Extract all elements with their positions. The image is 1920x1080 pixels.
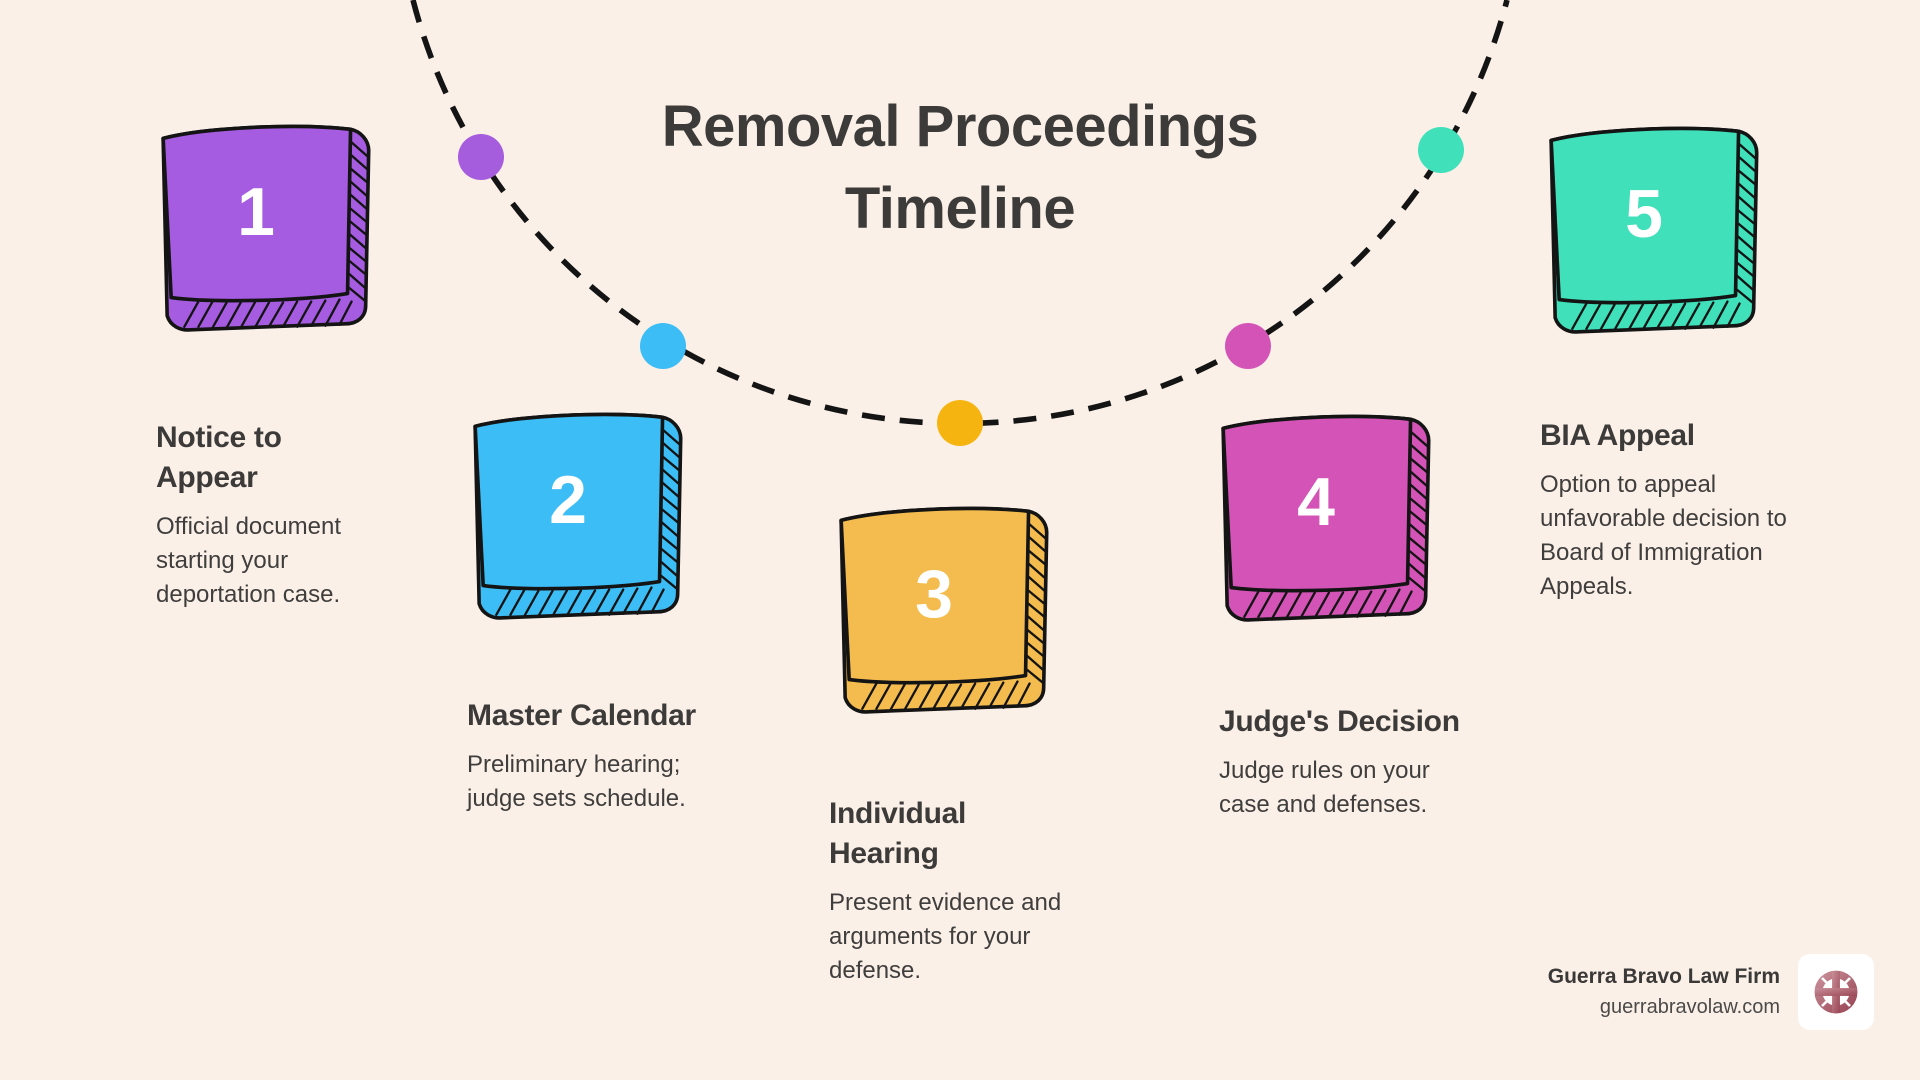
step-2-label: Master Calendar	[467, 699, 696, 732]
page-title: Removal Proceedings Timeline	[0, 86, 1920, 250]
step-2-box: 2	[458, 402, 720, 624]
step-5-label: BIA Appeal	[1540, 419, 1695, 452]
step-1-label: Notice to Appear	[156, 421, 282, 494]
step-2-text: Master Calendar Preliminary hearing; jud…	[467, 696, 709, 816]
step-4-box: 4	[1206, 404, 1468, 626]
timeline-dot-2	[640, 323, 686, 369]
step-4-label: Judge's Decision	[1219, 705, 1460, 738]
step-3-label: Individual Hearing	[829, 797, 967, 870]
step-4-number: 4	[1297, 463, 1335, 540]
step-3-box: 3	[824, 496, 1086, 718]
timeline-dot-5	[1418, 127, 1464, 173]
website-url: guerrabravolaw.com	[1599, 996, 1780, 1018]
step-5-text: BIA Appeal Option to appeal unfavorable …	[1540, 416, 1812, 604]
step-3-description: Present evidence and arguments for your …	[829, 889, 1062, 984]
title-line-1: Removal Proceedings	[661, 94, 1259, 159]
timeline-dot-1	[458, 134, 504, 180]
step-5-description: Option to appeal unfavorable decision to…	[1540, 471, 1787, 600]
step-5-box: 5	[1534, 116, 1796, 338]
timeline-dot-4	[1225, 323, 1271, 369]
step-4-text: Judge's Decision Judge rules on your cas…	[1219, 702, 1461, 822]
step-1-description: Official document starting your deportat…	[156, 513, 341, 608]
step-4-description: Judge rules on your case and defenses.	[1219, 757, 1430, 818]
law-firm-logo	[1798, 954, 1874, 1030]
step-3-text: Individual Hearing Present evidence and …	[829, 794, 1075, 988]
step-5-number: 5	[1625, 175, 1663, 252]
knot-logo-icon	[1814, 970, 1858, 1014]
step-2-number: 2	[549, 461, 587, 538]
step-2-description: Preliminary hearing; judge sets schedule…	[467, 751, 686, 812]
step-3-number: 3	[915, 555, 953, 632]
footer-branding: Guerra Bravo Law Firm guerrabravolaw.com	[1548, 954, 1874, 1030]
step-1-number: 1	[237, 173, 275, 250]
firm-name: Guerra Bravo Law Firm	[1547, 965, 1780, 988]
step-1-text: Notice to Appear Official document start…	[156, 418, 374, 612]
title-line-2: Timeline	[844, 176, 1076, 241]
step-1-box: 1	[146, 114, 408, 336]
timeline-dot-3	[937, 400, 983, 446]
